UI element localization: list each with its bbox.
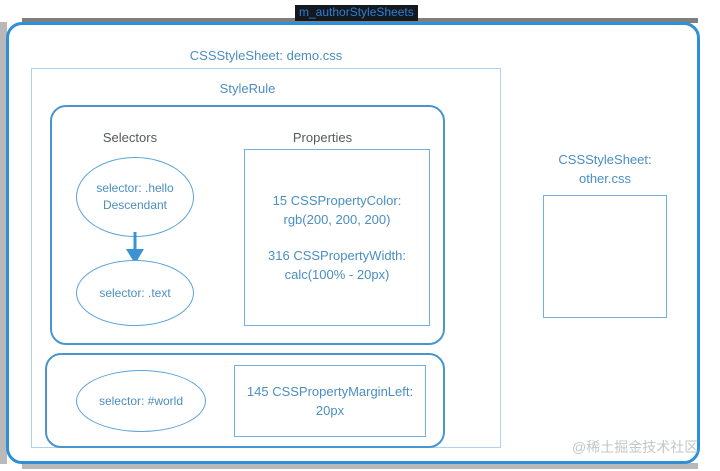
properties-box-rule-1: 15 CSSPropertyColor: rgb(200, 200, 200) … <box>244 149 430 326</box>
properties-box-rule-2: 145 CSSPropertyMarginLeft: 20px <box>234 365 426 437</box>
bottom-gutter-bar <box>22 463 698 469</box>
selector-node-world[interactable]: selector: #world <box>76 370 206 432</box>
stylesheet-other-title: CSSStyleSheet: other.css <box>525 150 685 188</box>
selector-chain-arrow-icon <box>126 232 144 264</box>
selected-variable-label[interactable]: m_authorStyleSheets <box>295 5 418 21</box>
properties-column-header: Properties <box>292 130 353 145</box>
left-gutter-bar <box>0 22 7 464</box>
property-entry[interactable]: 316 CSSPropertyWidth: calc(100% - 20px) <box>268 246 406 284</box>
property-name: CSSPropertyMarginLeft: <box>272 384 414 399</box>
property-value: calc(100% - 20px) <box>284 267 390 282</box>
stylesheet-other-title-line2: other.css <box>578 171 632 186</box>
property-id: 316 <box>267 248 290 263</box>
stylesheet-demo-title: CSSStyleSheet: demo.css <box>189 48 343 63</box>
selector-node-hello[interactable]: selector: .hello Descendant <box>76 157 194 237</box>
property-entry[interactable]: 15 CSSPropertyColor: rgb(200, 200, 200) <box>273 191 402 229</box>
property-value: rgb(200, 200, 200) <box>283 212 391 227</box>
watermark: @稀土掘金技术社区 <box>572 439 699 455</box>
selectors-column-header: Selectors <box>102 130 158 145</box>
property-value: 20px <box>315 403 345 418</box>
stylesheet-other-title-line1: CSSStyleSheet: <box>558 152 652 167</box>
property-id: 15 <box>272 193 288 208</box>
property-name: CSSPropertyWidth: <box>293 248 407 263</box>
stylesheet-other-empty-box <box>543 195 667 318</box>
stylerule-title: StyleRule <box>219 81 276 96</box>
selector-node-text[interactable]: selector: .text <box>76 260 194 326</box>
property-entry[interactable]: 145 CSSPropertyMarginLeft: 20px <box>247 382 413 420</box>
property-id: 145 <box>246 384 269 399</box>
property-name: CSSPropertyColor: <box>290 193 402 208</box>
